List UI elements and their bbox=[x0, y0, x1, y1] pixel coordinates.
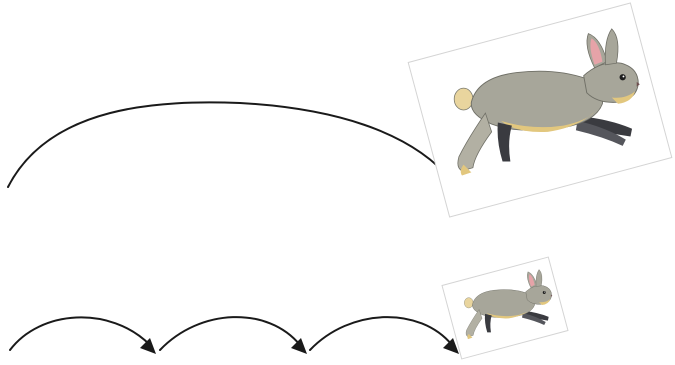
short-jump-arrowhead-2 bbox=[291, 338, 307, 354]
short-jump-arrowhead-3 bbox=[443, 338, 459, 354]
long-jump-arc bbox=[7, 101, 453, 188]
short-jump-arrowhead-1 bbox=[140, 338, 156, 354]
short-jump-arc-2 bbox=[159, 316, 301, 351]
small-rabbit-card bbox=[441, 256, 569, 360]
short-jump-arc-3 bbox=[309, 316, 453, 351]
short-jump-arc-1 bbox=[9, 316, 151, 351]
large-rabbit-card bbox=[407, 2, 673, 218]
big-rabbit-row bbox=[7, 2, 673, 218]
small-rabbit-row bbox=[9, 256, 569, 360]
